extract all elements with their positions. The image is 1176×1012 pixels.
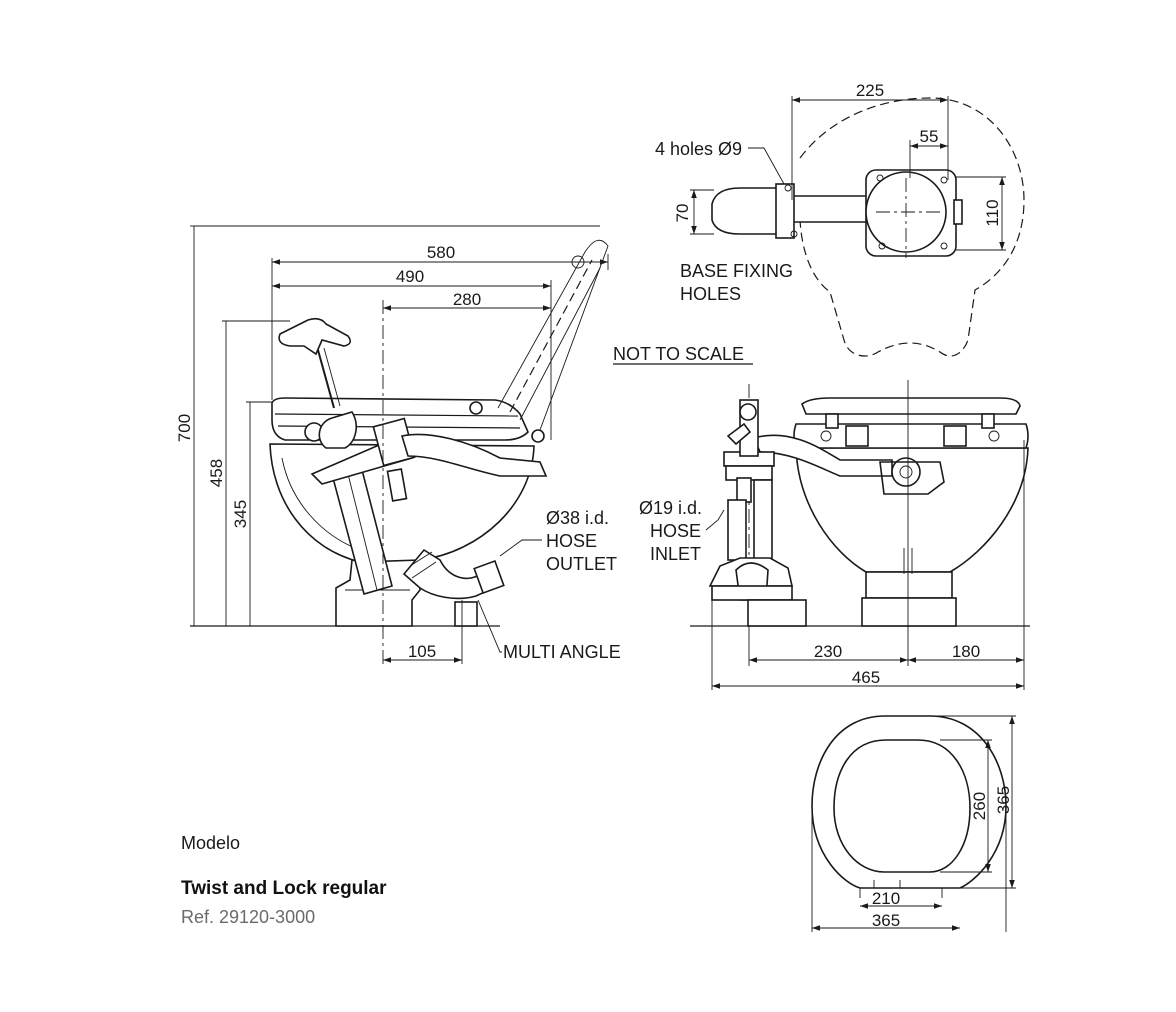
- dim-105: 105: [408, 642, 436, 661]
- holes-label: 4 holes Ø9: [655, 139, 742, 159]
- outlet-size-label: Ø38 i.d.: [546, 508, 609, 528]
- not-to-scale-note: NOT TO SCALE: [613, 344, 744, 364]
- dim-230: 230: [814, 642, 842, 661]
- seat-view: 260 365 210 365: [811, 715, 1016, 932]
- dim-70: 70: [673, 204, 692, 223]
- fixing-holes-label-2: HOLES: [680, 284, 741, 304]
- base-view: 225 55 70 110 4 holes Ø9 BASE FIXING HOL…: [655, 81, 1025, 357]
- outlet-hose-label: HOSE: [546, 531, 597, 551]
- inlet-size-label: Ø19 i.d.: [639, 498, 702, 518]
- dim-490: 490: [396, 267, 424, 286]
- dim-465: 465: [852, 668, 880, 687]
- dim-365-vertical: 365: [994, 786, 1013, 814]
- dim-55: 55: [920, 127, 939, 146]
- dim-280: 280: [453, 290, 481, 309]
- dim-458: 458: [207, 459, 226, 487]
- dim-580: 580: [427, 243, 455, 262]
- fixing-holes-label-1: BASE FIXING: [680, 261, 793, 281]
- multi-angle-label: MULTI ANGLE: [503, 642, 621, 662]
- dim-365-horizontal: 365: [872, 911, 900, 930]
- side-view: 700 458 345 580 490 280 105 Ø38 i.d. HOS…: [175, 225, 621, 664]
- inlet-label: INLET: [650, 544, 701, 564]
- dim-700: 700: [175, 414, 194, 442]
- dim-345: 345: [231, 500, 250, 528]
- dim-180: 180: [952, 642, 980, 661]
- dim-225: 225: [856, 81, 884, 100]
- model-label: Modelo: [181, 833, 241, 853]
- product-caption: Modelo Twist and Lock regular Ref. 29120…: [181, 833, 581, 928]
- dim-210: 210: [872, 889, 900, 908]
- model-name: Twist and Lock regular: [181, 878, 387, 899]
- outlet-label: OUTLET: [546, 554, 617, 574]
- dim-260: 260: [970, 792, 989, 820]
- dim-110: 110: [983, 199, 1002, 226]
- front-view: 230 180 465 Ø19 i.d. HOSE INLET: [639, 380, 1030, 690]
- inlet-hose-label: HOSE: [650, 521, 701, 541]
- model-reference: Ref. 29120-3000: [181, 907, 316, 927]
